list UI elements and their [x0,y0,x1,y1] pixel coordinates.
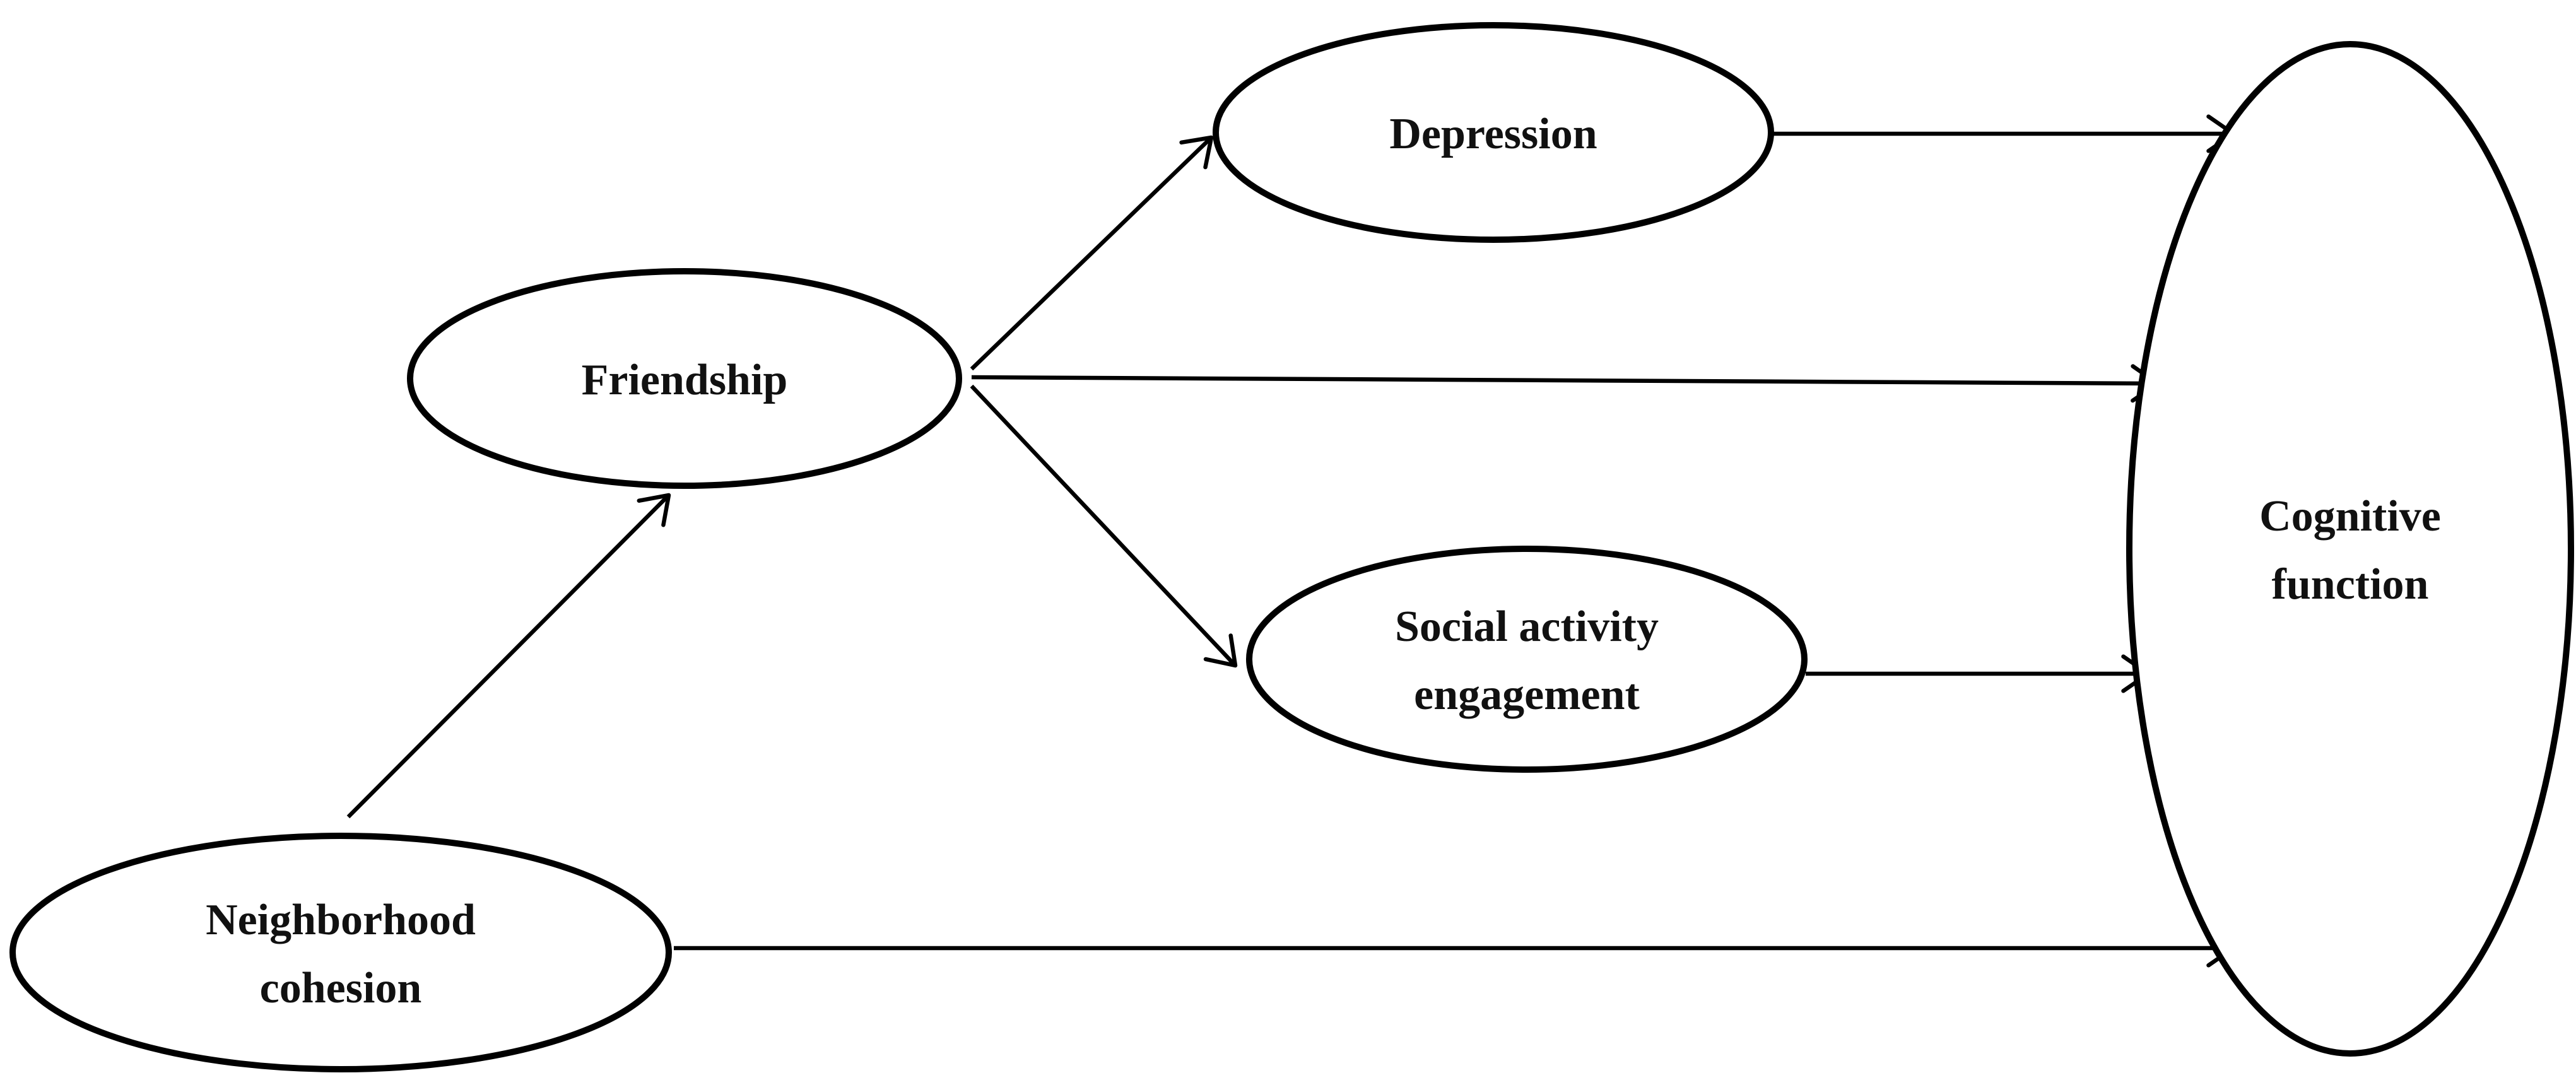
edge-line [970,136,1213,371]
arrow-head-icon [637,493,671,527]
node-ellipse [2126,41,2574,1057]
node-label: Friendship [582,356,788,404]
edge-neighborhood-cohesion-to-cognitive-function [674,929,2236,968]
edge-line [346,493,671,819]
node-ellipse [407,268,962,489]
node-friendship: Friendship [407,268,962,489]
node-ellipse [1213,22,1774,243]
node-social-activity-engagement: Social activity engagement [1246,546,1808,773]
edge-neighborhood-cohesion-to-friendship [346,493,671,819]
edge-friendship-to-cognitive-function [971,364,2160,403]
node-ellipse [1246,546,1808,773]
node-label: Neighborhood [206,896,476,944]
node-cognitive-function: Cognitive function [2126,41,2574,1057]
edge-line [971,375,2158,386]
edge-social-activity-engagement-to-cognitive-function [1806,654,2151,693]
arrow-head-icon [1203,633,1238,668]
edges-layer [346,114,2236,968]
edge-friendship-to-depression [970,135,1214,371]
node-label: Social activity [1395,602,1659,651]
arrow-head-icon [1179,135,1214,170]
node-label: engagement [1414,671,1640,719]
node-label: cohesion [260,964,422,1012]
node-label: function [2272,560,2429,609]
edge-depression-to-cognitive-function [1770,114,2236,153]
node-neighborhood-cohesion: Neighborhood cohesion [9,833,672,1072]
node-depression: Depression [1213,22,1774,243]
edge-line [970,384,1237,667]
node-label: Cognitive [2259,492,2441,541]
node-ellipse [9,833,672,1072]
node-label: Depression [1389,110,1597,158]
edge-friendship-to-social-activity-engagement [970,384,1238,668]
